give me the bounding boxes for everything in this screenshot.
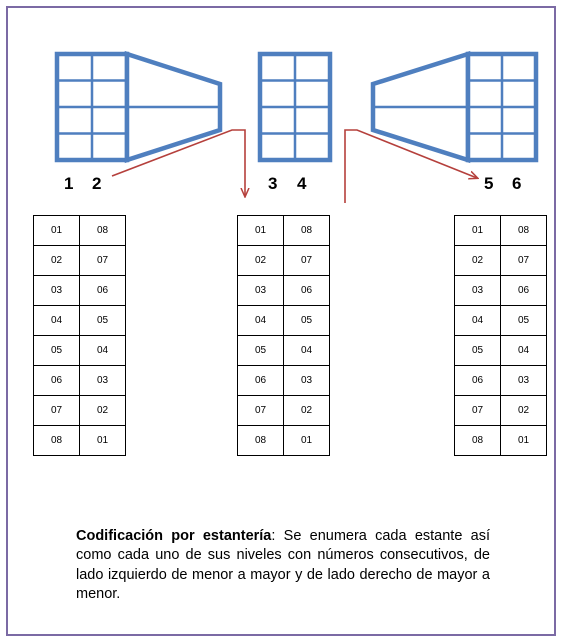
caption: Codificación por estantería: Se enumera … [76,527,490,605]
code-cell: 07 [33,395,80,426]
code-cell: 07 [454,395,501,426]
code-cell: 03 [79,365,126,396]
arrow-left-to-center [111,129,245,196]
code-cell: 03 [237,275,284,306]
code-cell: 05 [454,335,501,366]
code-cell: 04 [454,305,501,336]
code-cell: 05 [237,335,284,366]
code-cell: 08 [454,425,501,456]
code-cell: 05 [79,305,126,336]
code-cell: 01 [454,215,501,246]
code-cell: 08 [500,215,547,246]
code-cell: 08 [79,215,126,246]
code-cell: 02 [33,245,80,276]
code-cell: 01 [33,215,80,246]
code-cell: 08 [237,425,284,456]
shelf-label-4: 4 [297,174,307,193]
code-cell: 07 [283,245,330,276]
code-cell: 06 [79,275,126,306]
shelf-label-2: 2 [92,174,102,193]
caption-title: Codificación por estantería [76,527,272,544]
code-cell: 01 [79,425,126,456]
code-cell: 06 [454,365,501,396]
arrow-center-to-right [344,129,477,203]
code-cell: 04 [237,305,284,336]
code-cell: 02 [454,245,501,276]
code-cell: 03 [33,275,80,306]
code-cell: 01 [500,425,547,456]
code-cell: 04 [33,305,80,336]
code-cell: 08 [33,425,80,456]
code-cell: 01 [283,425,330,456]
code-cell: 07 [79,245,126,276]
code-cell: 03 [454,275,501,306]
center-shelf-icon [257,51,333,163]
shelf-label-6: 6 [512,174,522,193]
code-cell: 07 [500,245,547,276]
shelf-label-5: 5 [484,174,494,193]
code-cell: 06 [283,275,330,306]
left-shelf-icon [54,50,223,164]
code-cell: 07 [237,395,284,426]
code-cell: 03 [283,365,330,396]
code-cell: 05 [283,305,330,336]
code-cell: 06 [33,365,80,396]
code-cell: 02 [237,245,284,276]
code-cell: 04 [283,335,330,366]
code-cell: 06 [500,275,547,306]
code-cell: 02 [79,395,126,426]
code-cell: 08 [283,215,330,246]
code-cell: 02 [283,395,330,426]
shelf-label-1: 1 [64,174,74,193]
code-cell: 05 [500,305,547,336]
code-cell: 01 [237,215,284,246]
code-cell: 06 [237,365,284,396]
shelf-label-3: 3 [268,174,278,193]
code-cell: 05 [33,335,80,366]
code-cell: 04 [500,335,547,366]
caption-text: : Se enumera cada estante así como cada … [76,527,490,603]
code-cell: 04 [79,335,126,366]
code-cell: 02 [500,395,547,426]
code-cell: 03 [500,365,547,396]
right-shelf-icon [370,50,539,164]
